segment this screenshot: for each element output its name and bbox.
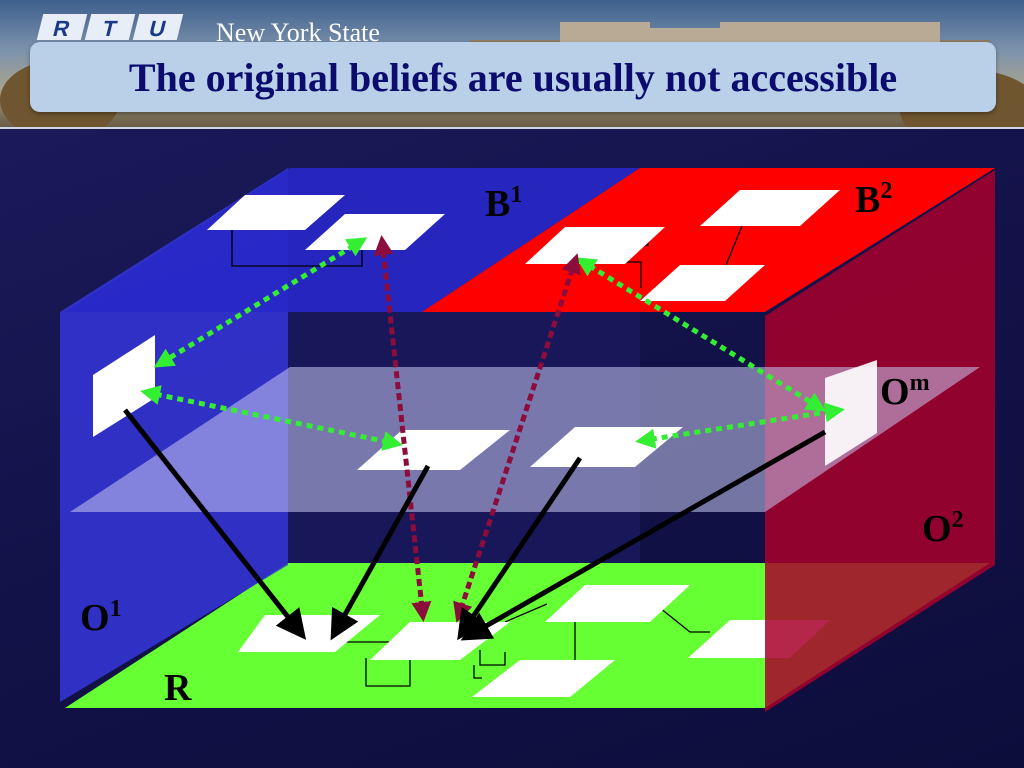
plane-r-node	[545, 585, 690, 622]
label-r-base: R	[164, 667, 192, 709]
maroon-arrow	[373, 235, 432, 622]
plane-r	[65, 563, 990, 708]
label-b2: B2	[855, 178, 892, 221]
black-arrow	[457, 456, 583, 641]
label-om: Om	[880, 370, 930, 413]
maroon-arrow	[453, 253, 581, 623]
plane-o1-node	[93, 335, 155, 437]
plane-r-node	[472, 660, 615, 697]
label-om-sup: m	[910, 370, 930, 396]
black-arrow	[330, 464, 431, 641]
black-arrow	[123, 408, 307, 640]
label-o1: O1	[80, 596, 122, 639]
green-arrow	[635, 402, 845, 449]
label-b1-base: B	[485, 183, 510, 225]
label-om-base: O	[880, 371, 910, 413]
label-b2-base: B	[855, 179, 880, 221]
plane-b1-node	[207, 195, 345, 230]
slide-title: The original beliefs are usually not acc…	[128, 55, 898, 100]
label-o1-sup: 1	[110, 596, 122, 622]
label-b1: B1	[485, 182, 522, 225]
label-o1-base: O	[80, 597, 110, 639]
label-b2-sup: 2	[880, 178, 892, 204]
label-r: R	[164, 667, 192, 709]
maroon-dotted-arrows	[373, 235, 581, 623]
label-o2: O2	[922, 507, 964, 550]
label-b1-sup: 1	[510, 182, 522, 208]
label-o2-base: O	[922, 508, 952, 550]
label-o2-sup: 2	[952, 507, 964, 533]
green-dotted-arrows	[140, 237, 845, 451]
header-rule	[0, 127, 1024, 129]
black-arrow	[460, 429, 827, 641]
plane-b2-node	[700, 190, 840, 226]
black-arrows	[123, 408, 827, 641]
title-banner: The original beliefs are usually not acc…	[30, 42, 996, 112]
green-arrow	[575, 257, 827, 412]
green-arrow	[153, 237, 368, 368]
